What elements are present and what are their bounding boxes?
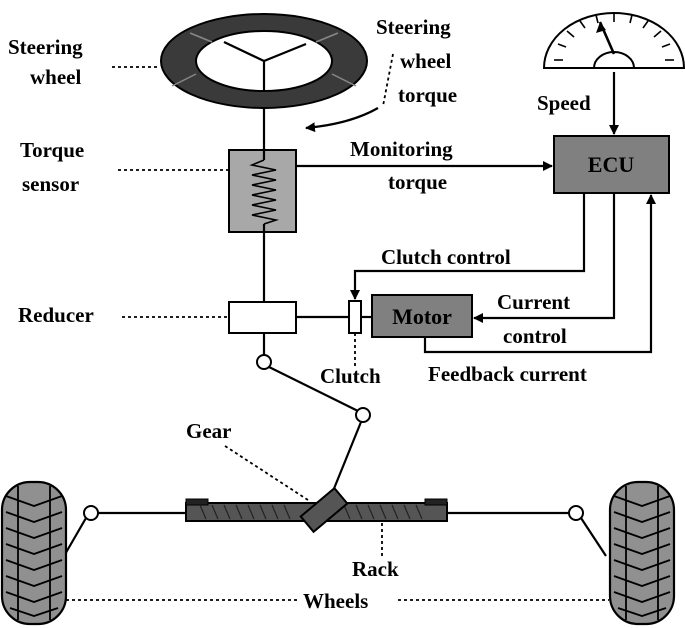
torque-sensor-label-line2: sensor xyxy=(22,172,79,196)
steering-wheel xyxy=(160,13,368,109)
clutch-control-line xyxy=(350,193,586,300)
clutch-label: Clutch xyxy=(320,364,381,388)
right-steering-arm xyxy=(580,517,607,557)
torque-curve-arrow xyxy=(305,107,379,133)
feedback-current-line xyxy=(423,194,656,354)
swt-label-line3: torque xyxy=(398,83,457,107)
reducer-box xyxy=(228,301,297,334)
upper-joint xyxy=(256,354,272,370)
speedometer-icon xyxy=(542,12,685,69)
clutch-box xyxy=(348,300,362,334)
current-control-label-line2: control xyxy=(503,324,567,348)
feedback-current-label: Feedback current xyxy=(428,362,587,386)
gear-leader xyxy=(224,445,309,501)
left-wheel xyxy=(0,480,68,626)
right-tie-rod-joint xyxy=(568,505,584,521)
lower-joint xyxy=(355,407,371,423)
intermediate-shaft xyxy=(268,366,359,412)
motor-label: Motor xyxy=(392,304,452,329)
steering-wheel-label-line1: Steering xyxy=(8,35,83,59)
gear-label: Gear xyxy=(186,419,231,443)
swt-label-line2: wheel xyxy=(400,49,451,73)
left-steering-arm xyxy=(63,517,87,557)
reducer-label: Reducer xyxy=(18,303,94,327)
torque-sensor-label-line1: Torque xyxy=(20,138,84,162)
swt-label-line1: Steering xyxy=(376,15,451,39)
monitoring-label-line2: torque xyxy=(388,170,447,194)
current-control-line xyxy=(473,193,616,323)
steering-wheel-label-line2: wheel xyxy=(30,65,81,89)
torque-sensor-spring xyxy=(249,150,280,232)
wheels-label: Wheels xyxy=(303,589,368,613)
clutch-control-label: Clutch control xyxy=(381,245,511,269)
gear xyxy=(299,486,349,534)
speed-label: Speed xyxy=(537,91,591,115)
ecu-box xyxy=(553,135,670,194)
rack-label: Rack xyxy=(352,557,399,581)
pinion-shaft xyxy=(329,421,363,497)
ecu-label: ECU xyxy=(588,152,635,177)
left-tie-rod-joint xyxy=(83,505,99,521)
swt-leader xyxy=(382,53,394,107)
current-control-label-line1: Current xyxy=(497,290,570,314)
motor-box xyxy=(371,294,473,338)
monitoring-label-line1: Monitoring xyxy=(350,137,453,161)
torque-sensor-box xyxy=(228,149,297,233)
right-wheel xyxy=(608,480,676,626)
